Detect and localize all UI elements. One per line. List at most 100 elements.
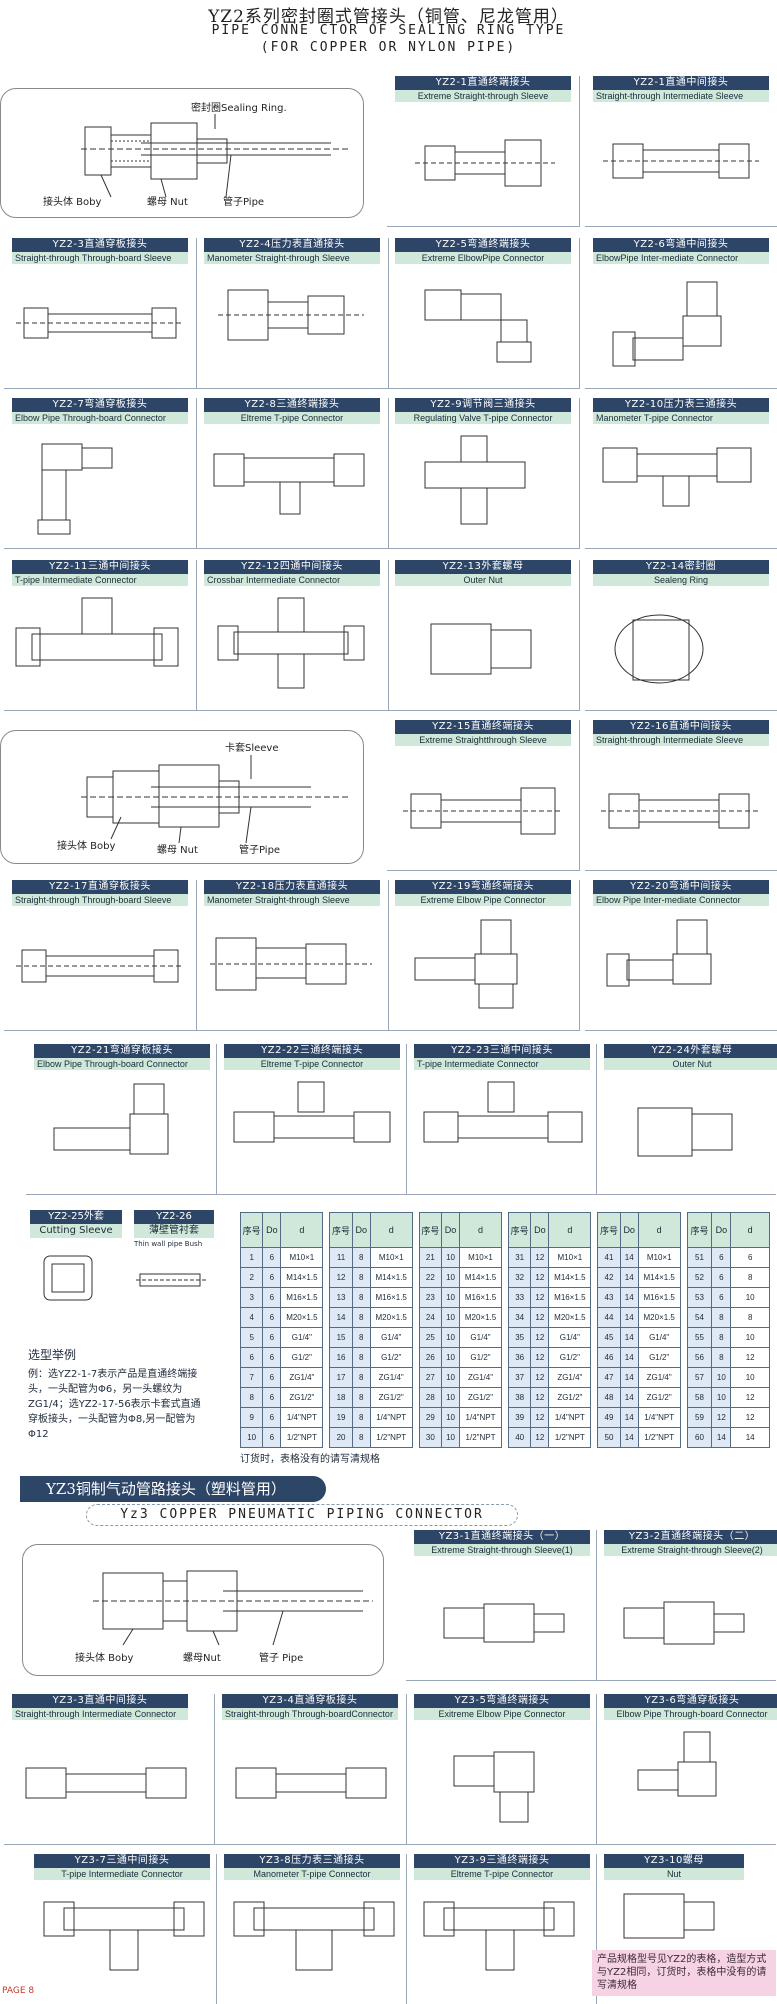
- label-pipe: 管子Pipe: [223, 197, 265, 208]
- spec-no: 50: [597, 1427, 621, 1448]
- fitting-drawing: [213, 453, 365, 515]
- spec-no: 40: [507, 1427, 532, 1448]
- spec-do: 6: [711, 1287, 732, 1308]
- product-card-yz2-3: YZ2-3直通穿板接头 Straight-through Through-boa…: [4, 238, 197, 389]
- spec-d: ZG1/2": [369, 1387, 413, 1408]
- spec-no: 25: [418, 1327, 443, 1348]
- product-name-en: ElbowPipe Inter-mediate Connector: [593, 252, 769, 264]
- spec-do: 14: [619, 1387, 639, 1408]
- product-name-en: Manometer Straight-through Sleeve: [204, 252, 380, 264]
- fitting-drawing: [16, 949, 184, 983]
- product-name-en: Eltreme T-pipe Connector: [224, 1058, 400, 1070]
- product-code: YZ2-12四通中间接头: [204, 560, 380, 574]
- product-card-yz2-4: YZ2-4压力表直通接头 Manometer Straight-through …: [196, 238, 389, 389]
- product-name-en: Thin wall pipe Bush: [134, 1240, 203, 1248]
- product-code: YZ2-5弯通终端接头: [395, 238, 571, 252]
- spec-header-d: d: [730, 1212, 770, 1248]
- product-name-cn: 薄壁管衬套: [134, 1224, 214, 1238]
- product-name-en: Manometer T-pipe Connector: [224, 1868, 400, 1880]
- spec-do: 12: [530, 1427, 550, 1448]
- spec-d: G1/4": [637, 1327, 681, 1348]
- spec-d: G1/2": [548, 1347, 592, 1368]
- spec-header-d: d: [280, 1212, 324, 1248]
- spec-no: 37: [507, 1367, 532, 1388]
- spec-no: 28: [418, 1387, 443, 1408]
- spec-d: G1/2": [280, 1347, 324, 1368]
- yz3-section-title: YZ3铜制气动管路接头（塑料管用）: [20, 1476, 326, 1502]
- product-card-yz3-4: YZ3-4直通穿板接头 Straight-through Through-boa…: [214, 1694, 407, 1845]
- spec-do: 6: [262, 1247, 282, 1268]
- spec-d: 1/4"NPT: [637, 1407, 681, 1428]
- page-subtitle: PIPE CONNE CTOR OF SEALING RING TYPE (FO…: [0, 22, 777, 56]
- subtitle-line-1: PIPE CONNE CTOR OF SEALING RING TYPE: [211, 23, 566, 38]
- product-card-yz2-21: YZ2-21弯通穿板接头 Elbow Pipe Through-board Co…: [26, 1044, 217, 1195]
- spec-header-no: 序号: [686, 1212, 713, 1248]
- spec-no: 39: [507, 1407, 532, 1428]
- product-code: YZ2-9调节阀三通接头: [395, 398, 571, 412]
- product-code: YZ2-6弯通中间接头: [593, 238, 769, 252]
- subtitle-line-2: (FOR COPPER OR NYLON PIPE): [260, 40, 517, 55]
- spec-do: 10: [441, 1327, 461, 1348]
- spec-d: M16×1.5: [459, 1287, 502, 1308]
- example-body: 例：选YZ2-1-7表示产品是直通终端接头，一头配管为Φ6，另一头螺纹为ZG1/…: [28, 1369, 201, 1440]
- product-name-en: Eltreme T-pipe Connector: [414, 1868, 590, 1880]
- product-card-yz2-16: YZ2-16直通中间接头 Straight-through Intermedia…: [585, 720, 777, 871]
- fitting-drawing: [16, 307, 184, 339]
- spec-do: 10: [711, 1387, 732, 1408]
- spec-no: 58: [686, 1387, 713, 1408]
- spec-d: M14×1.5: [548, 1267, 592, 1288]
- product-code: YZ2-13外套螺母: [395, 560, 571, 574]
- spec-no: 24: [418, 1307, 443, 1328]
- spec-d: ZG1/4": [548, 1367, 592, 1388]
- spec-header-d: d: [548, 1212, 592, 1248]
- spec-header-no: 序号: [507, 1212, 532, 1248]
- spec-d: M14×1.5: [459, 1267, 502, 1288]
- spec-no: 14: [329, 1307, 353, 1328]
- spec-no: 11: [329, 1247, 353, 1268]
- spec-do: 6: [262, 1347, 282, 1368]
- label-body: 接头体 Boby: [57, 841, 116, 852]
- spec-d: M10×1: [280, 1247, 324, 1268]
- spec-do: 14: [711, 1427, 732, 1448]
- spec-do: 6: [262, 1407, 282, 1428]
- spec-no: 57: [686, 1367, 713, 1388]
- spec-header-do: Do: [351, 1212, 371, 1248]
- spec-no: 35: [507, 1327, 532, 1348]
- spec-d: ZG1/4": [369, 1367, 413, 1388]
- fitting-drawing: [423, 1901, 575, 1971]
- product-name-en: Straight-through Through-boardConnector: [222, 1708, 398, 1720]
- product-code: YZ2-15直通终端接头: [395, 720, 571, 734]
- label-nut: 螺母Nut: [183, 1653, 221, 1664]
- product-card-yz2-5: YZ2-5弯通终端接头 Extreme ElbowPipe Connector: [387, 238, 580, 389]
- spec-d: M16×1.5: [280, 1287, 324, 1308]
- product-card-yz3-10: YZ3-10螺母 Nut: [596, 1854, 776, 2004]
- spec-do: 14: [619, 1307, 639, 1328]
- spec-d: 1/4"NPT: [548, 1407, 592, 1428]
- spec-d: ZG1/4": [459, 1367, 502, 1388]
- label-sleeve: 卡套Sleeve: [225, 743, 279, 754]
- label-nut: 螺母 Nut: [157, 845, 198, 856]
- spec-do: 10: [441, 1387, 461, 1408]
- spec-do: 8: [351, 1427, 371, 1448]
- product-card-yz3-9: YZ3-9三通终端接头 Eltreme T-pipe Connector: [406, 1854, 597, 2004]
- product-code: YZ2-22三通终端接头: [224, 1044, 400, 1058]
- spec-do: 10: [441, 1287, 461, 1308]
- spec-d: 14: [730, 1427, 770, 1448]
